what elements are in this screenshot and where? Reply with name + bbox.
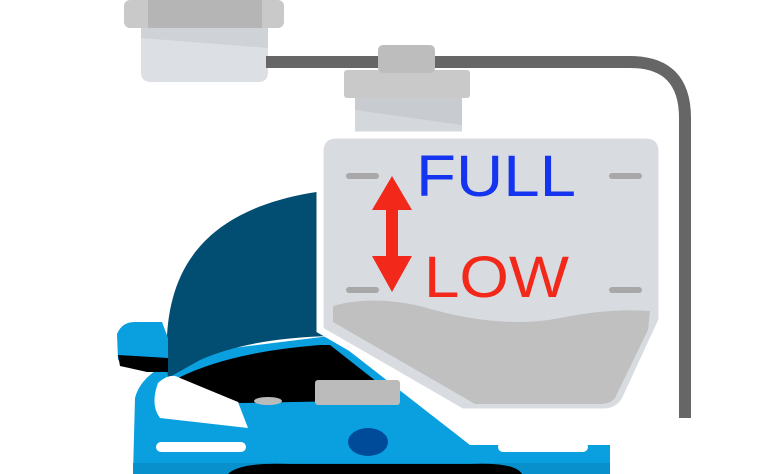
- grille: [228, 463, 522, 474]
- coolant-fluid: [333, 300, 650, 404]
- car-hood: [166, 190, 330, 378]
- overflow-bottle: [124, 0, 284, 82]
- level-marks: [346, 173, 642, 293]
- side-light-right: [498, 442, 588, 452]
- side-light-left: [156, 442, 246, 452]
- car-logo: [348, 428, 388, 456]
- car: [117, 190, 610, 474]
- full-label: FULL: [416, 144, 576, 209]
- hose-pipe: [266, 56, 691, 418]
- low-label: LOW: [424, 245, 569, 310]
- level-arrow-icon: [372, 176, 412, 292]
- headlight: [154, 375, 248, 428]
- engine-block: [315, 380, 400, 405]
- engine-cap: [254, 397, 282, 405]
